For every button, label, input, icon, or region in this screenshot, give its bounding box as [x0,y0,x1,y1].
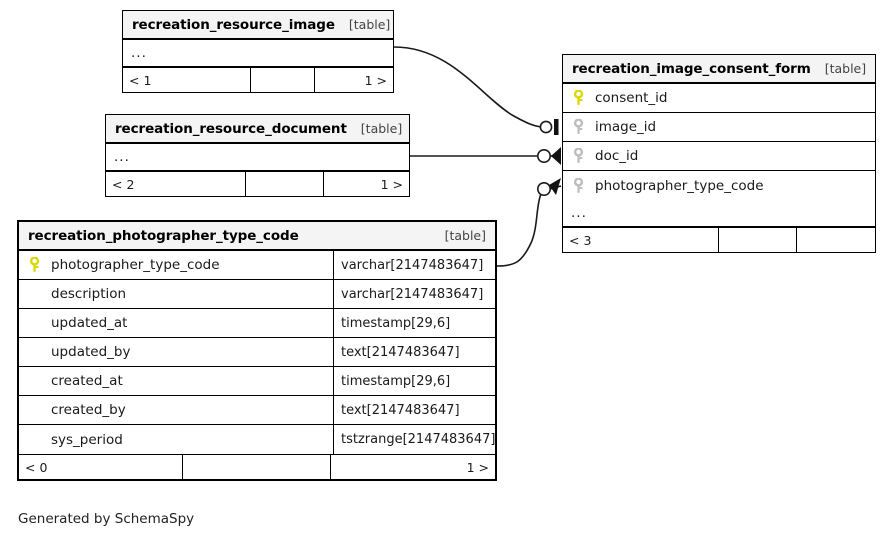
table-header: recreation_photographer_type_code [table… [19,222,495,251]
column-label: photographer_type_code [51,257,220,273]
column-label: consent_id [595,90,668,106]
table-row[interactable]: updated_by text[2147483647] [19,338,495,367]
relationship-image-to-consent [393,46,559,135]
table-row[interactable]: created_by text[2147483647] [19,396,495,425]
relationship-document-to-consent [410,147,561,165]
column-label: updated_at [51,315,128,331]
footer-middle-cell [246,172,324,196]
column-name-cell: updated_at [19,309,333,337]
table-recreation-photographer-type-code[interactable]: recreation_photographer_type_code [table… [17,220,497,481]
table-header: recreation_resource_document [table] [106,115,409,144]
table-type-tag: [table] [348,17,391,32]
footer-outbound-count: 1 > [466,459,489,475]
column-label: sys_period [51,431,123,448]
footer-outbound-count [797,228,875,252]
column-type: text[2147483647] [333,338,495,366]
column-type: text[2147483647] [333,396,495,424]
collapsed-columns-indicator[interactable]: ... [563,200,875,227]
table-title: recreation_resource_document [115,120,347,137]
column-label: description [51,286,127,302]
footer-outbound-count: 1 > [364,72,387,88]
column-label: created_by [51,402,126,418]
collapsed-columns-indicator[interactable]: ... [106,144,409,171]
table-footer: < 3 [563,227,875,252]
footer-inbound-count: < 2 [106,172,246,196]
table-header: recreation_resource_image [table] [123,11,393,40]
column-name-cell: image_id [563,113,875,141]
table-row[interactable]: updated_at timestamp[29,6] [19,309,495,338]
foreign-key-icon [571,118,586,135]
column-label: created_at [51,373,123,389]
column-label: doc_id [595,148,639,164]
column-name-cell: created_by [19,396,333,424]
table-recreation-resource-image[interactable]: recreation_resource_image [table] ... < … [122,10,394,93]
table-recreation-image-consent-form[interactable]: recreation_image_consent_form [table] co… [562,54,876,253]
primary-key-icon [27,256,42,273]
table-columns: photographer_type_code varchar[214748364… [19,251,495,454]
column-type: timestamp[29,6] [333,367,495,395]
table-row[interactable]: image_id [563,113,875,142]
footer-inbound-count: < 1 [123,68,251,92]
column-label: photographer_type_code [595,177,764,194]
table-type-tag: [table] [824,61,867,76]
column-type: varchar[2147483647] [333,251,495,279]
table-row[interactable]: consent_id [563,84,875,113]
primary-key-icon [571,89,586,106]
footer-outbound-count: 1 > [380,176,403,192]
column-name-cell: updated_by [19,338,333,366]
collapsed-columns-indicator[interactable]: ... [123,40,393,67]
table-footer: < 1 1 > [123,67,393,92]
footer-middle-cell [719,228,797,252]
table-title: recreation_image_consent_form [572,60,811,77]
footer-middle-cell [251,68,315,92]
table-row[interactable]: photographer_type_code varchar[214748364… [19,251,495,280]
table-row[interactable]: photographer_type_code [563,171,875,200]
column-name-cell: created_at [19,367,333,395]
table-columns: consent_id image_id [563,84,875,200]
table-footer: < 2 1 > [106,171,409,196]
table-title: recreation_photographer_type_code [28,227,299,244]
column-name-cell: doc_id [563,142,875,170]
footer-inbound-count: < 0 [19,455,183,479]
column-name-cell: description [19,280,333,308]
column-name-cell: consent_id [563,84,875,112]
table-type-tag: [table] [360,121,403,136]
footer-middle-cell [183,455,331,479]
relationship-photographer-to-consent [496,178,562,267]
table-header: recreation_image_consent_form [table] [563,55,875,84]
column-type: timestamp[29,6] [333,309,495,337]
footer-inbound-count: < 3 [563,228,719,252]
generated-by-caption: Generated by SchemaSpy [18,511,195,527]
foreign-key-icon [571,147,586,164]
column-name-cell: photographer_type_code [563,171,875,200]
column-type: tstzrange[2147483647] [333,425,495,454]
table-row[interactable]: description varchar[2147483647] [19,280,495,309]
table-row[interactable]: doc_id [563,142,875,171]
column-type: varchar[2147483647] [333,280,495,308]
table-row[interactable]: sys_period tstzrange[2147483647] [19,425,495,454]
table-recreation-resource-document[interactable]: recreation_resource_document [table] ...… [105,114,410,197]
column-label: image_id [595,119,657,135]
table-footer: < 0 1 > [19,454,495,479]
table-row[interactable]: created_at timestamp[29,6] [19,367,495,396]
column-name-cell: sys_period [19,425,333,454]
foreign-key-icon [571,176,586,194]
table-type-tag: [table] [444,228,486,243]
column-label: updated_by [51,344,131,360]
table-title: recreation_resource_image [132,16,335,33]
column-name-cell: photographer_type_code [19,251,333,279]
